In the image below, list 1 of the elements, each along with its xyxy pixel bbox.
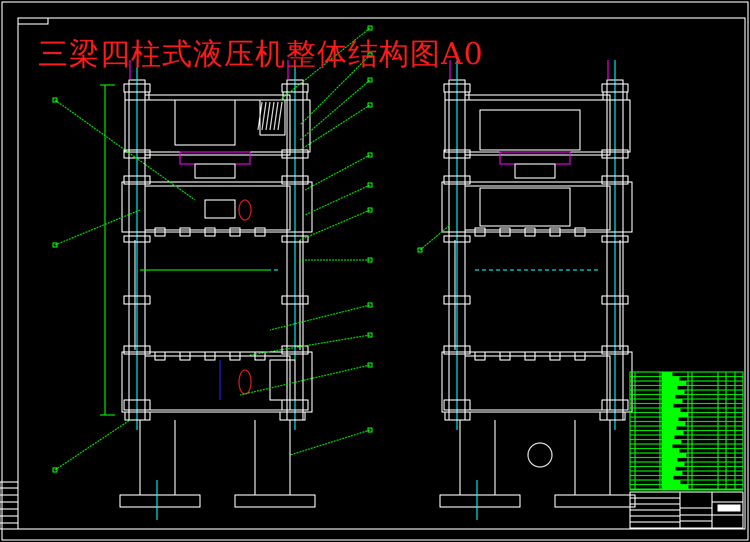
drawing-title: 三梁四柱式液压机整体结构图A0 (38, 36, 484, 74)
